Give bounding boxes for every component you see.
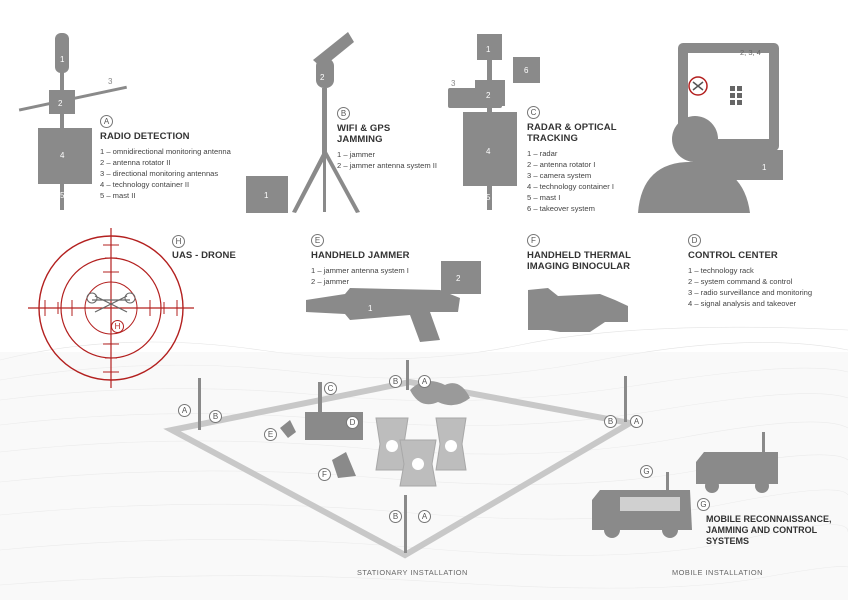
- section-uas-drone: H: [172, 235, 185, 248]
- mobile-title-line: SYSTEMS: [706, 536, 750, 546]
- map-pin: B: [389, 375, 402, 388]
- list-item: 4 – technology container II: [100, 180, 190, 189]
- section-title: HANDHELD JAMMER: [311, 250, 410, 261]
- footer-mobile-label: MOBILE INSTALLATION: [672, 568, 763, 577]
- handheld-jammer: 2 1: [306, 261, 481, 342]
- list-item: 1 – jammer antenna system I: [311, 266, 409, 275]
- section-thermal-binocular: F HANDHELD THERMAL IMAGING BINOCULAR: [527, 234, 631, 272]
- list-item: 2 – antenna rotator II: [100, 158, 171, 167]
- section-handheld-jammer: E HANDHELD JAMMER 1 – jammer antenna sys…: [311, 234, 410, 287]
- section-title-line2: TRACKING: [527, 133, 578, 144]
- list-item: 1 – technology rack: [688, 266, 754, 275]
- list-item: 4 – signal analysis and takeover: [688, 299, 797, 308]
- radio-detection-tower: 1 2 3 4 5: [18, 33, 128, 210]
- map-pin: D: [346, 416, 359, 429]
- section-title-line1: WIFI & GPS: [337, 123, 391, 134]
- list-item: 2 – antenna rotator I: [527, 160, 596, 169]
- list-item: 4 – technology container I: [527, 182, 614, 191]
- footer-stationary-label: STATIONARY INSTALLATION: [357, 568, 468, 577]
- section-badge: B: [337, 107, 350, 120]
- section-title: CONTROL CENTER: [688, 250, 778, 261]
- section-badge: F: [527, 234, 540, 247]
- svg-text:6: 6: [524, 66, 529, 75]
- section-radar-optical-tracking: C RADAR & OPTICAL TRACKING 1 – radar 2 –…: [527, 106, 617, 214]
- list-item: 3 – camera system: [527, 171, 592, 180]
- section-wifi-gps-jamming: B WIFI & GPS JAMMING 1 – jammer 2 – jamm…: [337, 107, 437, 171]
- map-pin: C: [324, 382, 337, 395]
- section-badge: A: [100, 115, 113, 128]
- map-pin: A: [630, 415, 643, 428]
- svg-text:5: 5: [60, 191, 65, 200]
- section-title: RADIO DETECTION: [100, 131, 190, 142]
- mobile-title-line: JAMMING AND CONTROL: [706, 525, 818, 535]
- svg-text:1: 1: [762, 163, 767, 172]
- section-title-line2: JAMMING: [337, 134, 383, 145]
- svg-text:2: 2: [320, 73, 325, 82]
- map-pin: B: [604, 415, 617, 428]
- section-badge: D: [688, 234, 701, 247]
- mobile-systems-title: MOBILE RECONNAISSANCE, JAMMING AND CONTR…: [706, 514, 841, 547]
- section-title-line2: IMAGING BINOCULAR: [527, 261, 631, 272]
- section-control-center: D CONTROL CENTER 1 – technology rack 2 –…: [688, 234, 812, 309]
- section-title-line1: RADAR & OPTICAL: [527, 122, 617, 133]
- map-pin: B: [389, 510, 402, 523]
- svg-text:2: 2: [58, 99, 63, 108]
- list-item: 3 – radio surveillance and monitoring: [688, 288, 813, 297]
- list-item: 1 – omnidirectional monitoring antenna: [100, 147, 231, 156]
- radar-optical-tower: 1 2 3 4 5 6: [448, 34, 540, 210]
- mobile-title-line: MOBILE RECONNAISSANCE,: [706, 514, 832, 524]
- svg-text:1: 1: [60, 55, 65, 64]
- map-pin: E: [264, 428, 277, 441]
- svg-text:4: 4: [60, 151, 65, 160]
- map-pin: G: [697, 498, 710, 511]
- svg-text:1: 1: [368, 304, 373, 313]
- svg-text:2: 2: [486, 91, 491, 100]
- svg-text:3: 3: [108, 77, 113, 86]
- control-center-workstation: 1: [638, 43, 783, 213]
- svg-text:4: 4: [486, 147, 491, 156]
- map-pin: H: [111, 320, 124, 333]
- section-badge: C: [527, 106, 540, 119]
- list-item: 5 – mast I: [527, 193, 561, 202]
- map-pin: A: [418, 375, 431, 388]
- map-pin: F: [318, 468, 331, 481]
- svg-text:3: 3: [451, 79, 456, 88]
- section-title: UAS - DRONE: [172, 250, 236, 261]
- map-pin: B: [209, 410, 222, 423]
- list-item: 1 – radar: [527, 149, 558, 158]
- section-badge: E: [311, 234, 324, 247]
- screen-label: 2, 3, 4: [740, 48, 761, 57]
- list-item: 2 – jammer antenna system II: [337, 161, 438, 170]
- list-item: 5 – mast II: [100, 191, 136, 200]
- svg-text:5: 5: [486, 193, 491, 202]
- list-item: 2 – system command & control: [688, 277, 793, 286]
- list-item: 3 – directional monitoring antennas: [100, 169, 219, 178]
- drone-target-crosshair: [28, 228, 194, 388]
- list-item: 2 – jammer: [311, 277, 349, 286]
- thermal-binocular: [528, 288, 628, 332]
- map-pin: A: [418, 510, 431, 523]
- section-title-line1: HANDHELD THERMAL: [527, 250, 631, 261]
- svg-text:1: 1: [264, 191, 269, 200]
- wifi-gps-jammer-tripod: 2 1: [246, 32, 360, 213]
- svg-text:1: 1: [486, 45, 491, 54]
- svg-text:2: 2: [456, 274, 461, 283]
- mobile-vans: [592, 432, 778, 538]
- list-item: 1 – jammer: [337, 150, 375, 159]
- list-item: 6 – takeover system: [527, 204, 595, 213]
- section-badge: H: [172, 235, 185, 248]
- map-pin: G: [640, 465, 653, 478]
- map-pin: A: [178, 404, 191, 417]
- section-radio-detection: A RADIO DETECTION 1 – omnidirectional mo…: [100, 115, 231, 201]
